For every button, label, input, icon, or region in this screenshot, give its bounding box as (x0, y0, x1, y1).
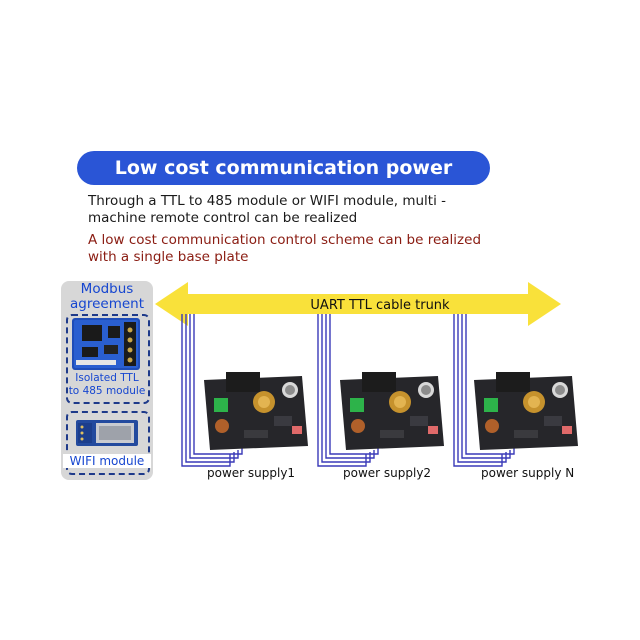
description-line-1: Through a TTL to 485 module or WIFI modu… (88, 193, 447, 209)
bus-wires (181, 314, 515, 467)
power-supply-2-label: power supply2 (343, 466, 432, 480)
uart-bus-arrow (155, 282, 561, 326)
power-supply-board-2 (340, 372, 444, 450)
power-supply-board-1 (204, 372, 308, 450)
description-line-2: machine remote control can be realized (88, 210, 358, 226)
wifi-module-label: WIFI module (63, 454, 151, 468)
highlight-text: A low cost communication control scheme … (88, 232, 528, 266)
wifi-module-image (76, 420, 138, 446)
description: Through a TTL to 485 module or WIFI modu… (88, 193, 528, 227)
isolated-module-label: Isolated TTL to 485 module (63, 372, 151, 398)
bus-label: UART TTL cable trunk (310, 298, 450, 313)
isolated-label-line-1: Isolated TTL (75, 372, 139, 384)
power-supply-n-label: power supply N (481, 466, 575, 480)
power-supply-1-label: power supply1 (207, 466, 296, 480)
wifi-module-box (66, 411, 150, 475)
modbus-label: Modbus agreement (63, 282, 151, 312)
ttl-module-box (66, 314, 150, 404)
isolated-label-line-2: to 485 module (68, 385, 146, 397)
power-supply-board-n (474, 372, 578, 450)
highlight-line-1: A low cost communication control scheme … (88, 232, 482, 248)
ttl-485-module-image (72, 318, 140, 370)
title-banner: Low cost communication power supply (77, 151, 490, 213)
modbus-label-line-2: agreement (69, 296, 144, 312)
modbus-label-line-1: Modbus (80, 281, 134, 297)
highlight-line-2: with a single base plate (88, 249, 249, 265)
